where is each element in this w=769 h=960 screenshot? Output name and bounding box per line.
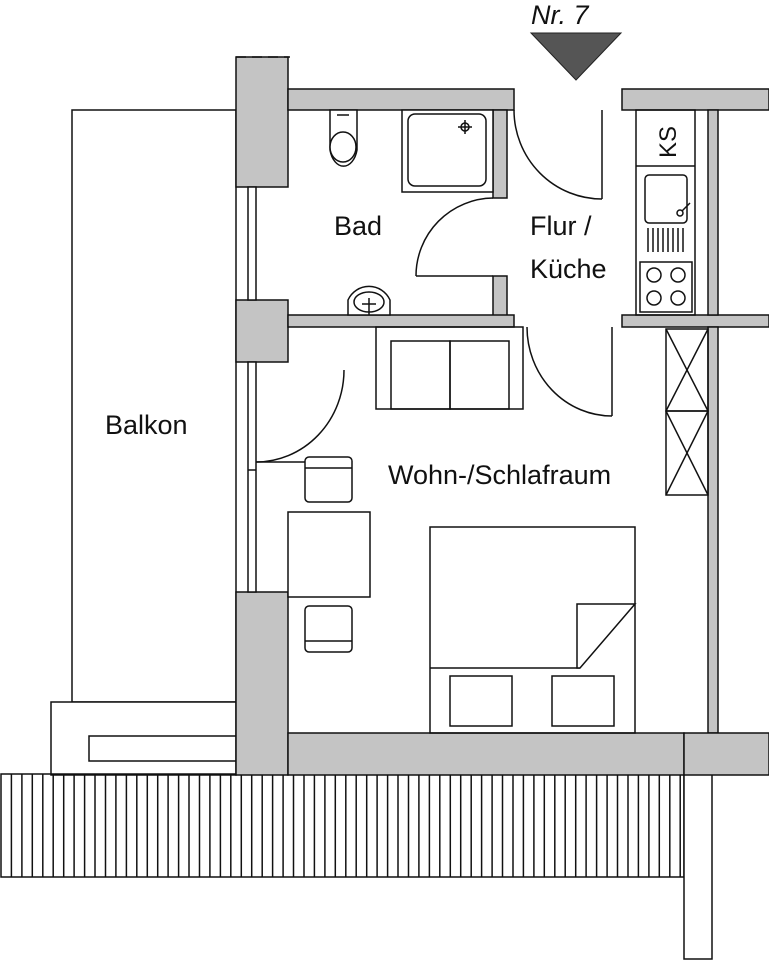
stove-icon xyxy=(639,261,693,313)
window-living xyxy=(247,361,257,593)
kitchen-counter: KS xyxy=(635,109,696,316)
terrace-hatching xyxy=(0,773,685,878)
fridge-label: KS xyxy=(655,126,682,158)
sofa xyxy=(375,326,524,410)
wardrobe xyxy=(665,328,709,496)
room-label-hall: Flur / xyxy=(530,211,592,241)
sink-icon xyxy=(644,174,691,224)
room-label-bath: Bad xyxy=(334,211,382,241)
room-label-living: Wohn-/Schlafraum xyxy=(388,460,611,490)
toilet-icon xyxy=(329,109,358,167)
room-label-balcony: Balkon xyxy=(105,410,188,440)
chair xyxy=(304,605,353,653)
living-door[interactable] xyxy=(526,326,613,417)
chair xyxy=(304,456,353,503)
entrance-door[interactable] xyxy=(513,109,603,200)
entrance-arrow-icon xyxy=(529,32,623,81)
bed xyxy=(429,526,637,734)
shower-icon xyxy=(401,109,494,193)
window-bath xyxy=(247,186,257,301)
drainer-icon xyxy=(647,228,684,252)
table xyxy=(287,511,371,598)
balcony xyxy=(50,109,237,776)
bath-door[interactable] xyxy=(415,197,494,277)
washbasin-icon xyxy=(347,285,391,316)
terrace-post xyxy=(683,773,713,960)
room-label-kitchen: Küche xyxy=(530,254,607,284)
balcony-door[interactable] xyxy=(255,369,345,463)
unit-number: Nr. 7 xyxy=(531,0,589,30)
walls xyxy=(235,56,769,776)
